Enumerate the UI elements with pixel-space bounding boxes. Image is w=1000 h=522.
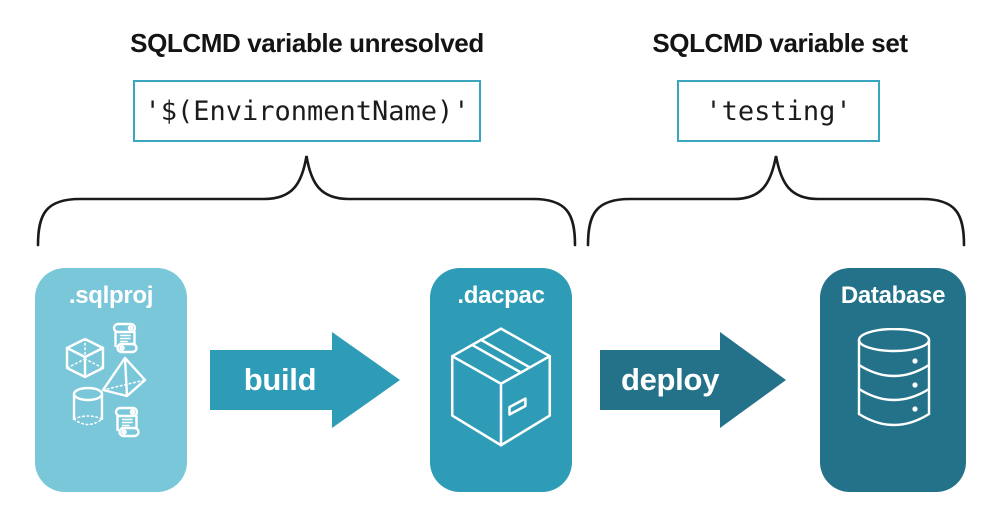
database-icon: [857, 328, 931, 427]
cube-icon: [65, 338, 105, 378]
script-scroll-icon: [114, 406, 140, 438]
deploy-arrow-label: deploy: [620, 362, 720, 397]
code-box-environment-variable: '$(EnvironmentName)': [133, 80, 481, 142]
build-arrow: [210, 332, 400, 428]
package-icon: [450, 327, 552, 447]
heading-sqlcmd-set: SQLCMD variable set: [652, 28, 908, 58]
script-scroll-icon: [112, 322, 138, 354]
pyramid-icon: [101, 356, 147, 398]
node-dacpac: .dacpac: [430, 268, 572, 492]
curly-brace-left: [36, 155, 577, 247]
cylinder-icon: [72, 386, 104, 426]
node-database: Database: [820, 268, 966, 492]
heading-sqlcmd-unresolved: SQLCMD variable unresolved: [130, 28, 484, 58]
code-text-environment-variable: '$(EnvironmentName)': [144, 95, 470, 127]
node-sqlproj-label: .sqlproj: [68, 282, 154, 309]
build-arrow-label: build: [243, 362, 317, 397]
curly-brace-right: [586, 155, 966, 247]
node-sqlproj: .sqlproj: [35, 268, 187, 492]
node-database-label: Database: [840, 282, 946, 309]
code-box-testing-value: 'testing': [677, 80, 880, 142]
node-dacpac-label: .dacpac: [457, 282, 545, 309]
code-text-testing-value: 'testing': [705, 95, 852, 127]
deploy-arrow: [600, 332, 786, 428]
